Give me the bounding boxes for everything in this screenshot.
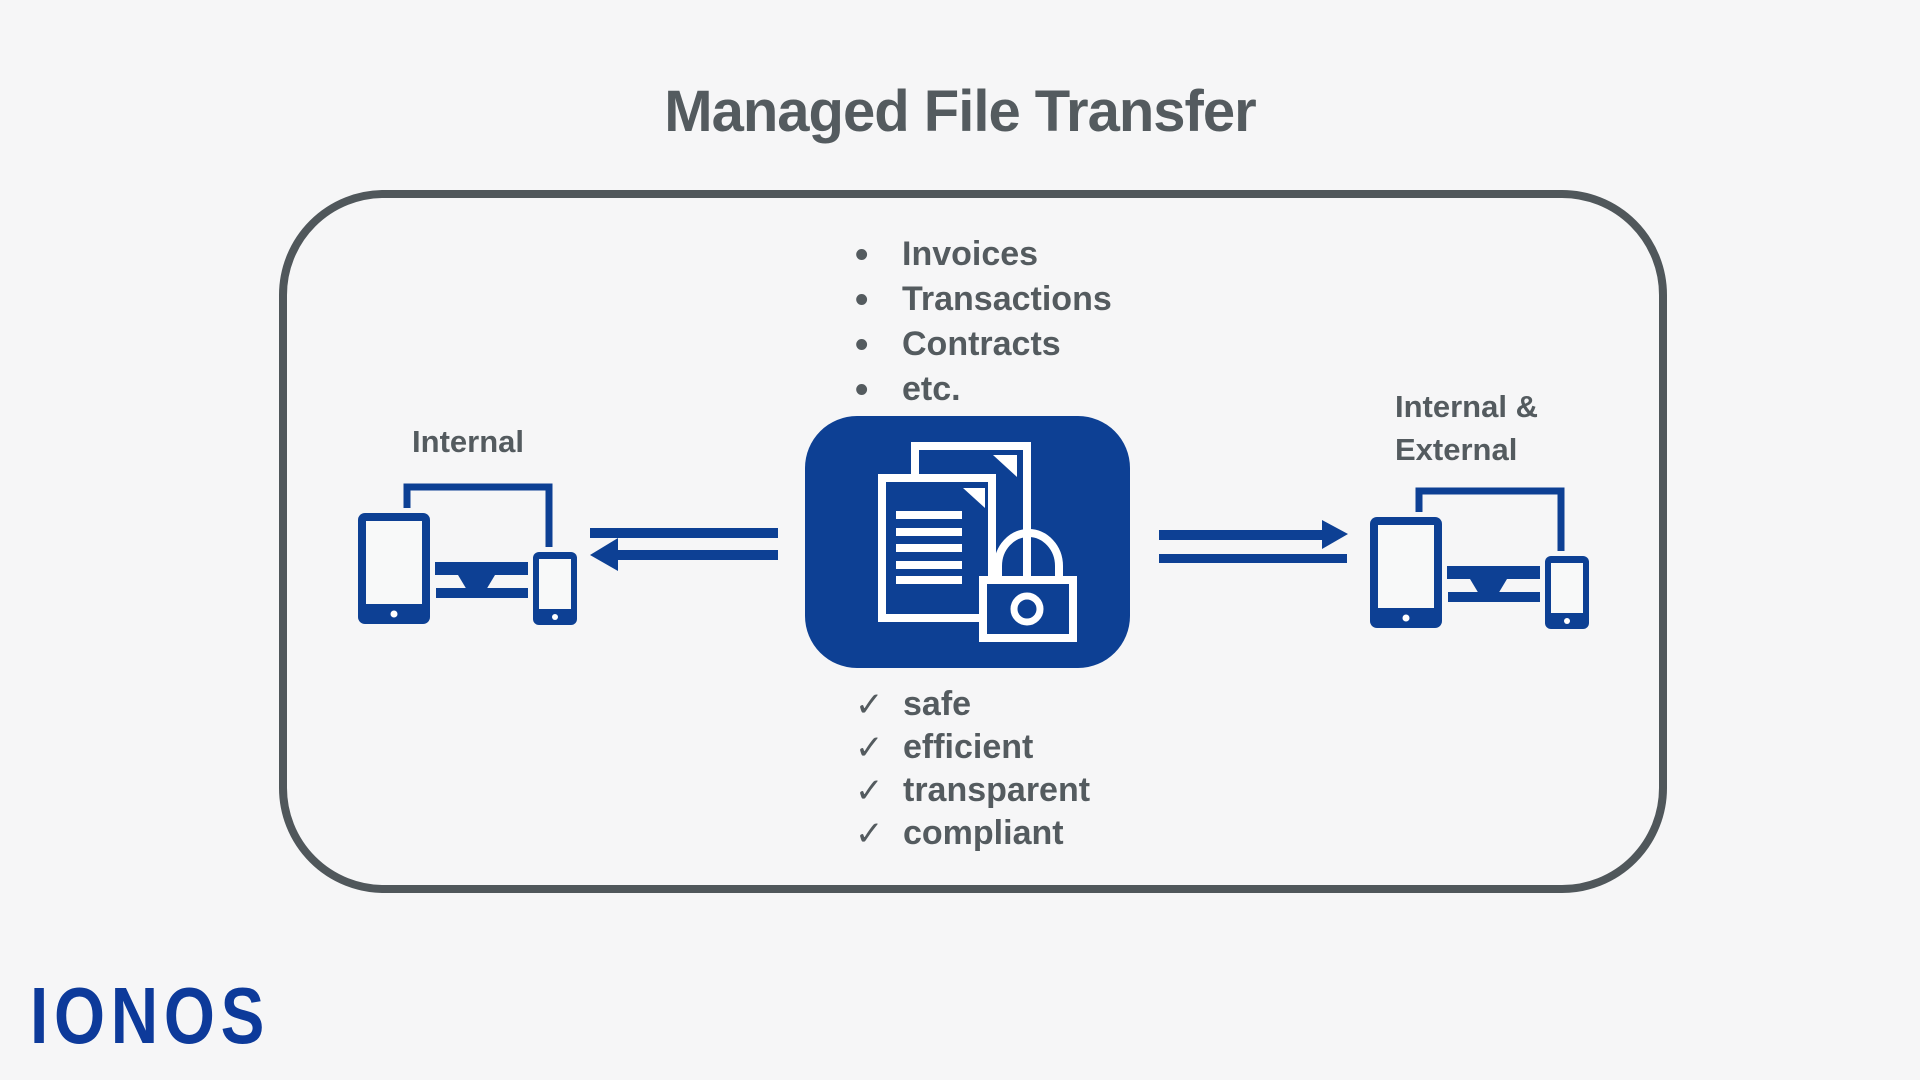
check-icon: ✓ <box>855 771 884 810</box>
managed-file-transfer-box <box>805 416 1130 668</box>
check-icon: ✓ <box>855 728 884 767</box>
bullet-icon: • <box>855 278 869 321</box>
devices-icon <box>353 483 582 630</box>
benefits-list: ✓ safe ✓ efficient ✓ transparent ✓ compl… <box>855 683 1090 855</box>
bullet-icon: • <box>855 323 869 366</box>
list-item: ✓ efficient <box>855 726 1090 769</box>
list-item: • etc. <box>855 367 1112 412</box>
documents-lock-icon <box>878 442 1077 642</box>
list-item: • Invoices <box>855 232 1112 277</box>
ionos-logo: IONOS <box>30 971 271 1060</box>
right-transfer-arrows-icon <box>1159 520 1348 563</box>
document-type-label: Contracts <box>902 325 1061 363</box>
bullet-icon: • <box>855 368 869 411</box>
check-icon: ✓ <box>855 814 884 853</box>
internal-external-devices-icon <box>1365 484 1595 634</box>
right-group-label-line1: Internal & <box>1395 389 1538 424</box>
document-types-list: • Invoices • Transactions • Contracts • … <box>855 232 1112 412</box>
benefit-label: compliant <box>903 814 1064 852</box>
list-item: ✓ compliant <box>855 812 1090 855</box>
internal-devices-icon <box>353 480 583 630</box>
benefit-label: safe <box>903 685 972 723</box>
document-type-label: Transactions <box>902 280 1112 318</box>
bullet-icon: • <box>855 233 869 276</box>
benefit-label: efficient <box>903 728 1034 766</box>
devices-icon <box>1365 487 1594 634</box>
left-transfer-arrows-icon <box>590 528 778 571</box>
left-group-label: Internal <box>412 424 524 459</box>
check-icon: ✓ <box>855 685 884 724</box>
page-title: Managed File Transfer <box>664 79 1256 144</box>
list-item: ✓ safe <box>855 683 1090 726</box>
right-group-label: Internal & External <box>1395 385 1538 471</box>
list-item: • Transactions <box>855 277 1112 322</box>
benefit-label: transparent <box>903 771 1091 809</box>
document-type-label: etc. <box>902 370 961 408</box>
right-group-label-line2: External <box>1395 432 1518 467</box>
document-type-label: Invoices <box>902 235 1039 273</box>
list-item: • Contracts <box>855 322 1112 367</box>
diagram-frame <box>279 190 1667 893</box>
list-item: ✓ transparent <box>855 769 1090 812</box>
